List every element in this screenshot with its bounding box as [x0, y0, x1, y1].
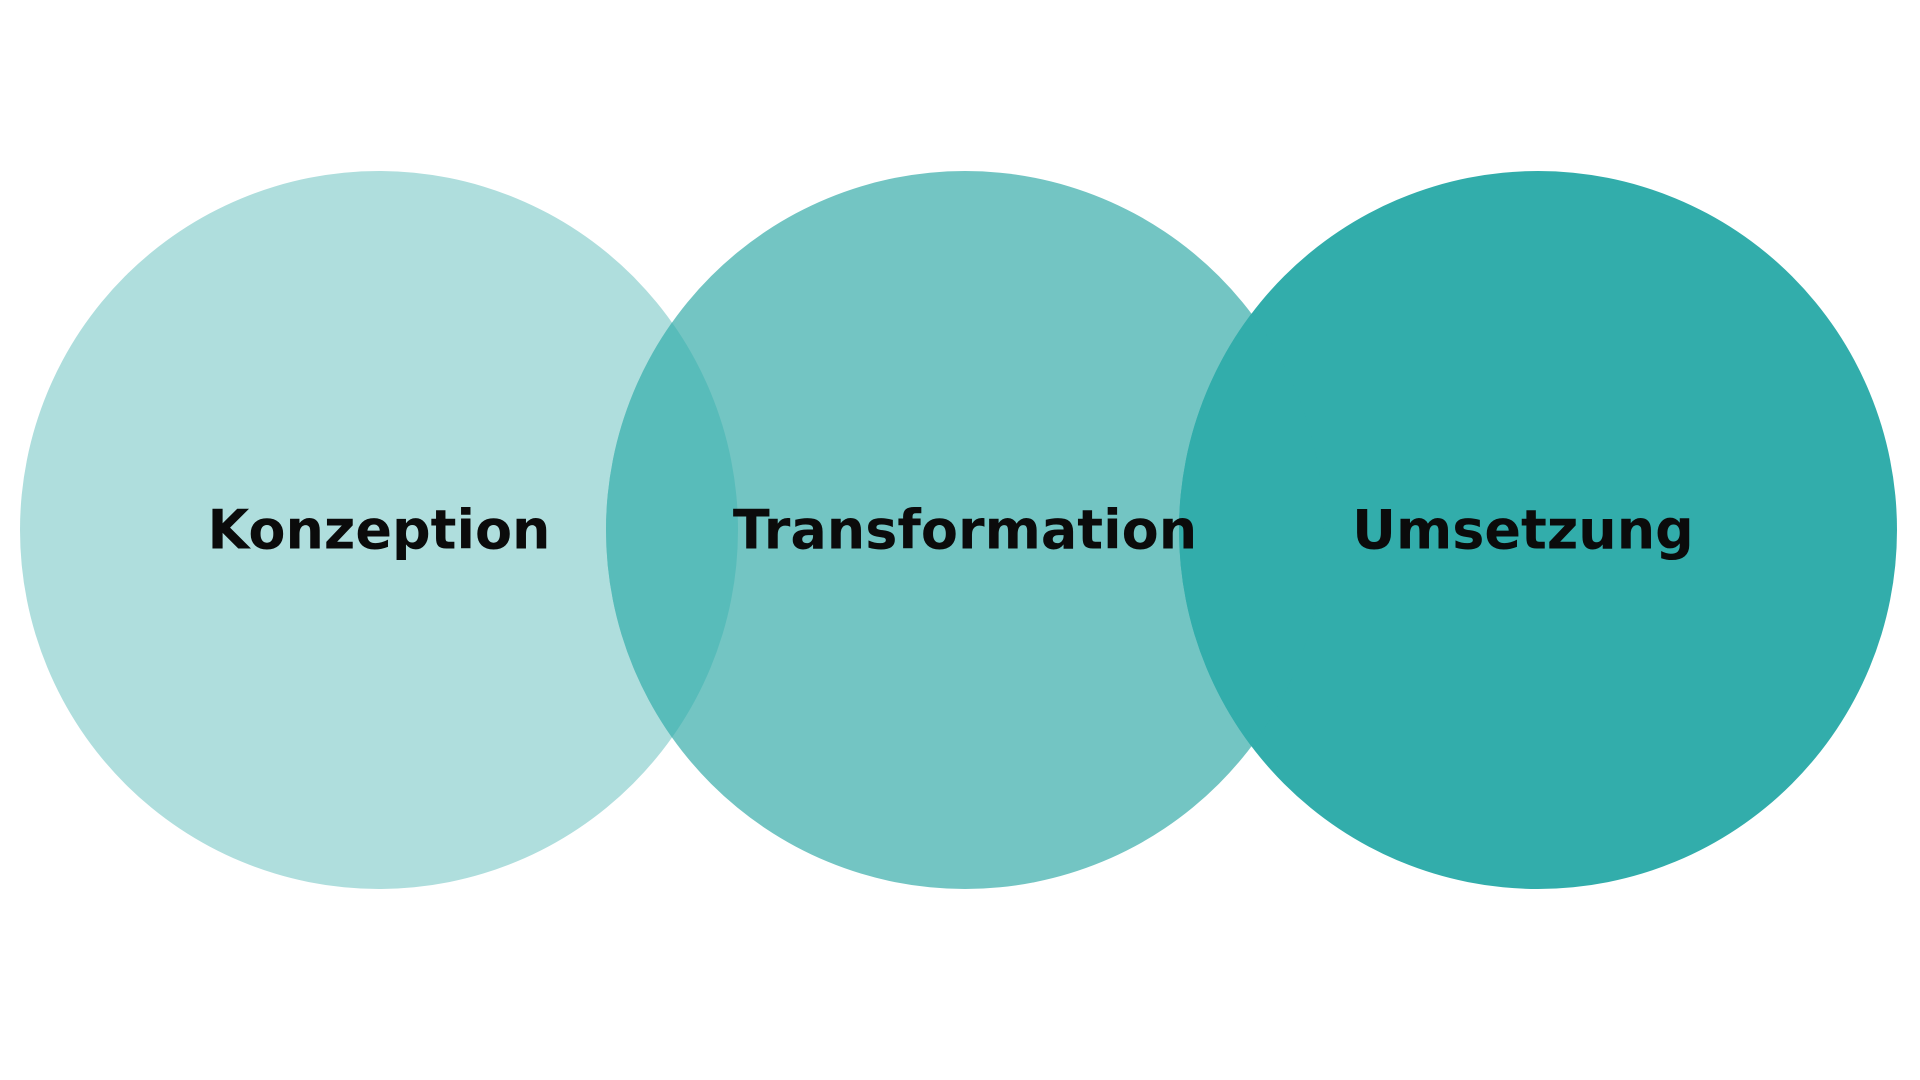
circle-transformation: [606, 171, 1324, 889]
label-umsetzung: Umsetzung: [1352, 499, 1694, 562]
circle-konzeption: [20, 171, 738, 889]
label-konzeption: Konzeption: [207, 499, 550, 562]
label-transformation: Transformation: [733, 499, 1197, 562]
circle-umsetzung: [1179, 171, 1897, 889]
